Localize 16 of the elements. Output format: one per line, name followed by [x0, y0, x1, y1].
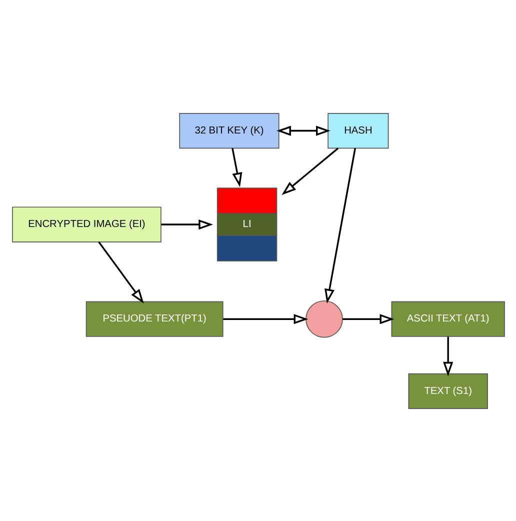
arrow — [231, 148, 242, 187]
arrow — [222, 314, 308, 324]
node-box: ASCII TEXT (AT1) — [390, 300, 504, 336]
arrow — [281, 147, 338, 194]
node-box: TEXT (S1) — [408, 372, 488, 409]
arrow — [342, 314, 394, 324]
node-box: PSEUODE TEXT(PT1) — [85, 300, 223, 336]
node-box: 32 BIT KEY (K) — [178, 112, 279, 148]
arrow — [442, 336, 453, 376]
arrow — [98, 240, 144, 304]
node-circle — [305, 300, 342, 338]
arrow — [276, 125, 330, 136]
node-box: HASH — [327, 112, 388, 148]
node-box: ENCRYPTED IMAGE (EI) — [12, 206, 161, 242]
arrow — [160, 218, 213, 230]
arrow — [324, 148, 356, 303]
